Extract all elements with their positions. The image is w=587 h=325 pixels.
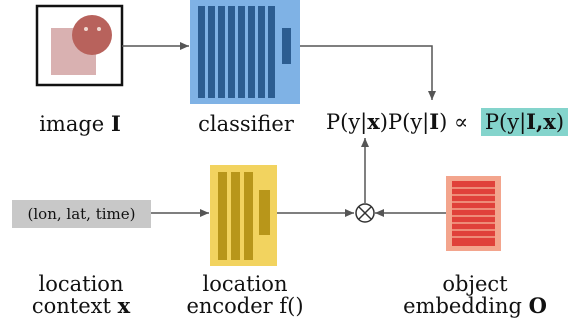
location-encoder-label-line2: encoder f() [186, 294, 304, 318]
probability-formula: P(y|x)P(y|I) ∝ P(y|I,x) [326, 107, 569, 137]
proportional-symbol: ∝ [453, 110, 469, 134]
location-context-label: location context x [20, 273, 142, 317]
location-context-label-line2: context x [20, 293, 142, 318]
object-embedding-label-line2: embedding O [390, 293, 560, 318]
object-embedding-symbol: O [528, 293, 547, 318]
image-label-text: image [39, 112, 105, 136]
image-label: image I [22, 111, 138, 136]
location-context-symbol: x [117, 293, 131, 318]
location-encoder-label-line1: location [202, 272, 288, 296]
object-embedding-label-line1: object [442, 272, 508, 296]
formula-p1-symbol: x [367, 109, 380, 134]
formula-p1-mid: )P(y| [379, 110, 430, 134]
location-encoder-icon [210, 165, 277, 266]
location-encoder-label: location encoder f() [180, 273, 310, 317]
classifier-label: classifier [198, 112, 294, 136]
classifier-icon [190, 0, 300, 104]
image-icon [35, 4, 124, 87]
object-embedding-label: object embedding O [390, 273, 560, 317]
formula-rhs-prefix: P(y| [484, 110, 527, 134]
arrow-classifier-to-formula [300, 45, 436, 100]
object-embedding-label-text: embedding [403, 294, 522, 318]
location-context-label-line1: location [38, 272, 124, 296]
location-context-value: (lon, lat, time) [12, 200, 151, 228]
posterior-highlight: P(y|I,x) [480, 108, 569, 136]
circled-times-icon [355, 203, 375, 223]
formula-p2-suffix: ) [439, 110, 448, 134]
formula-rhs-suffix: ) [555, 110, 565, 134]
formula-p2-symbol: I [429, 109, 440, 134]
object-embedding-icon [446, 176, 501, 251]
formula-p1-prefix: P(y| [326, 110, 368, 134]
formula-rhs-symbol: I,x [526, 109, 556, 134]
location-context-label-text: context [31, 294, 111, 318]
image-symbol: I [110, 111, 121, 136]
